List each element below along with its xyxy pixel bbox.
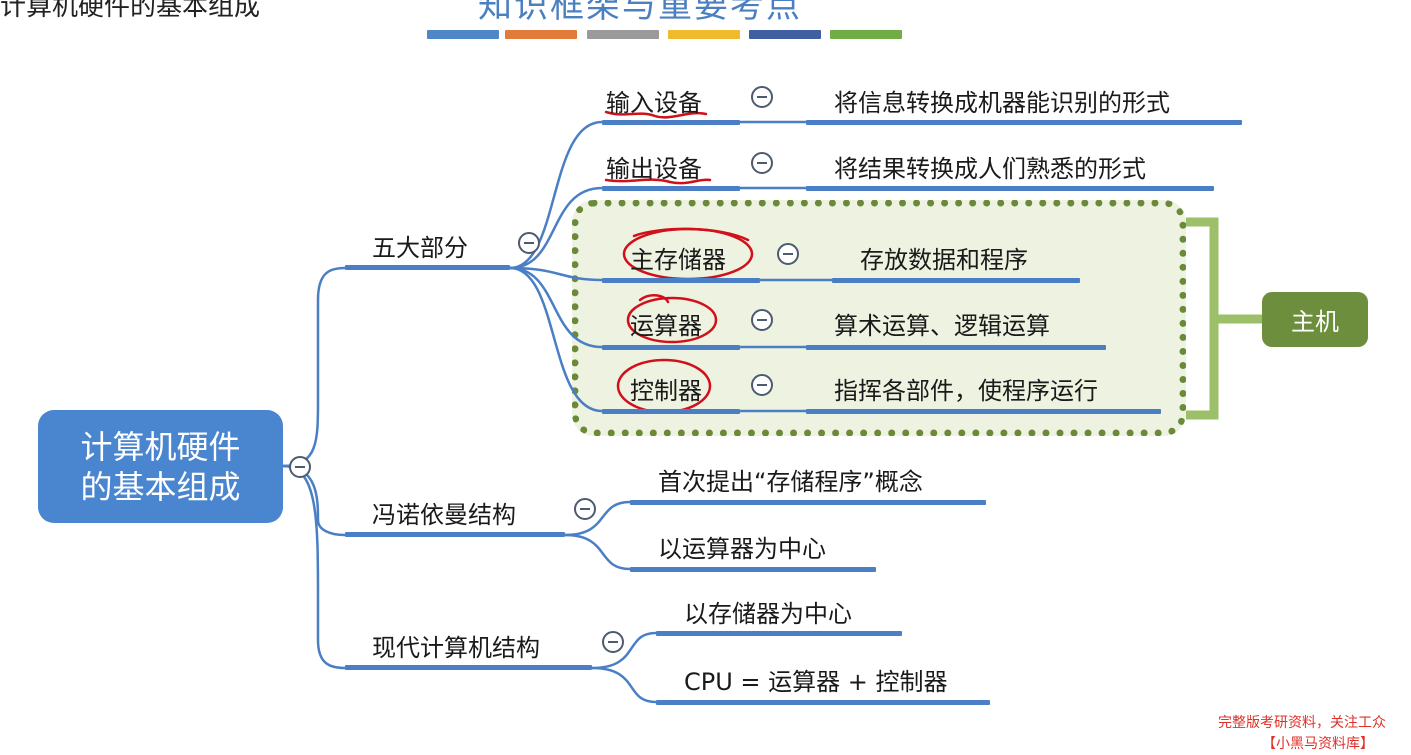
collapse-icon-von-neumann[interactable] xyxy=(574,498,596,520)
node-alu-centered: 以运算器为中心 xyxy=(658,535,826,563)
collapse-icon-controller[interactable] xyxy=(751,374,773,396)
node-alu-underline xyxy=(602,345,740,350)
color-bar-6 xyxy=(830,30,902,39)
desc-output-device: 将结果转换成人们熟悉的形式 xyxy=(834,155,1146,183)
branch-von-neumann-underline xyxy=(345,532,565,537)
previous-heading-partial: 计算机硬件的基本组成 xyxy=(0,0,261,22)
desc-controller: 指挥各部件，使程序运行 xyxy=(834,377,1098,405)
node-main-memory-underline xyxy=(602,278,760,283)
collapse-icon-input-device[interactable] xyxy=(751,86,773,108)
desc-main-memory-underline xyxy=(832,278,1080,283)
desc-input-device-underline xyxy=(806,120,1242,125)
node-stored-program-underline xyxy=(630,500,986,505)
collapse-icon-five-parts[interactable] xyxy=(518,232,540,254)
desc-input-device: 将信息转换成机器能识别的形式 xyxy=(834,89,1170,117)
desc-alu-underline xyxy=(806,345,1106,350)
node-cpu-definition-underline xyxy=(656,700,990,705)
node-input-device[interactable]: 输入设备 xyxy=(606,89,702,117)
root-node-line-1: 计算机硬件 xyxy=(80,427,241,466)
node-memory-centered-underline xyxy=(656,631,902,636)
node-input-device-underline xyxy=(602,120,740,125)
page-title-partial: 知识框架与重要考点 xyxy=(478,0,802,26)
collapse-icon-modern-computer[interactable] xyxy=(602,631,624,653)
color-bar-5 xyxy=(749,30,821,39)
collapse-icon-main-memory[interactable] xyxy=(777,243,799,265)
desc-output-device-underline xyxy=(806,186,1214,191)
desc-alu: 算术运算、逻辑运算 xyxy=(834,312,1050,340)
color-bar-1 xyxy=(427,30,499,39)
collapse-icon-alu[interactable] xyxy=(751,309,773,331)
watermark-line-2: 【小黑马资料库】 xyxy=(1262,736,1374,752)
node-stored-program: 首次提出“存储程序”概念 xyxy=(658,468,923,496)
color-bar-4 xyxy=(668,30,740,39)
node-controller-underline xyxy=(602,409,740,414)
desc-main-memory: 存放数据和程序 xyxy=(860,246,1028,274)
root-node-line-2: 的基本组成 xyxy=(80,467,241,506)
node-alu[interactable]: 运算器 xyxy=(630,312,702,340)
desc-controller-underline xyxy=(806,409,1161,414)
branch-von-neumann[interactable]: 冯诺依曼结构 xyxy=(372,501,516,529)
color-bar-2 xyxy=(505,30,577,39)
watermark-line-1: 完整版考研资料，关注工众 xyxy=(1218,715,1386,731)
collapse-icon-output-device[interactable] xyxy=(751,152,773,174)
node-cpu-definition: CPU = 运算器 + 控制器 xyxy=(684,668,948,696)
host-badge[interactable]: 主机 xyxy=(1262,292,1368,347)
branch-five-parts[interactable]: 五大部分 xyxy=(372,234,468,262)
node-memory-centered: 以存储器为中心 xyxy=(684,600,852,628)
node-main-memory[interactable]: 主存储器 xyxy=(630,246,726,274)
root-node[interactable]: 计算机硬件 的基本组成 xyxy=(38,410,283,523)
branch-modern-computer-underline xyxy=(345,665,592,670)
branch-five-parts-underline xyxy=(345,265,510,270)
branch-modern-computer[interactable]: 现代计算机结构 xyxy=(372,634,540,662)
collapse-icon-root[interactable] xyxy=(289,456,311,478)
node-output-device-underline xyxy=(602,186,740,191)
color-bar-3 xyxy=(587,30,659,39)
node-controller[interactable]: 控制器 xyxy=(630,377,702,405)
node-alu-centered-underline xyxy=(630,567,876,572)
node-output-device[interactable]: 输出设备 xyxy=(606,155,702,183)
